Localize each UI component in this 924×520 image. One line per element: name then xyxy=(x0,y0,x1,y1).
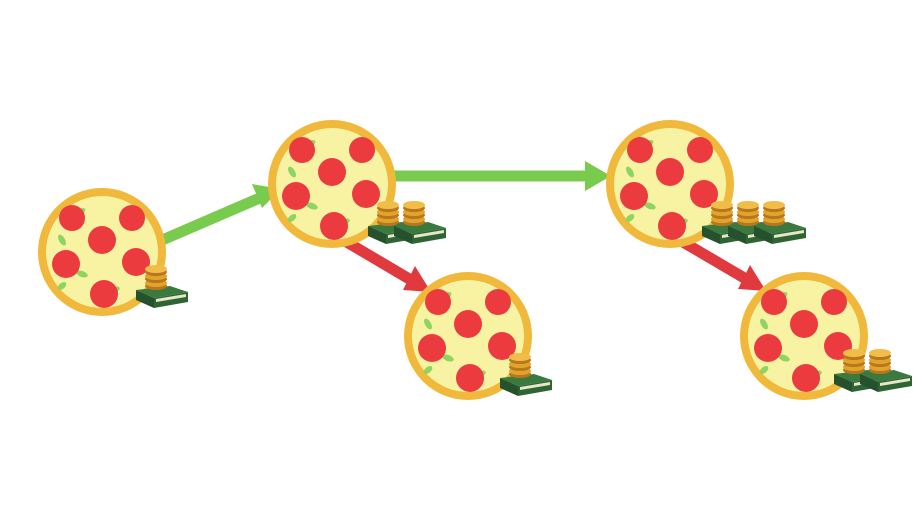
arrow-pizza1-to-pizza2 xyxy=(157,184,281,247)
arrow-pizza2-to-pizza3 xyxy=(342,236,431,292)
pizza-node-4 xyxy=(606,120,806,248)
pizza-node-1 xyxy=(38,188,188,316)
arrow-pizza4-to-pizza5 xyxy=(680,237,766,291)
pizza-node-2 xyxy=(268,120,446,248)
pizza-node-3 xyxy=(404,272,552,400)
arrow-pizza2-to-pizza4 xyxy=(392,161,611,191)
pizza-node-5 xyxy=(740,272,912,400)
